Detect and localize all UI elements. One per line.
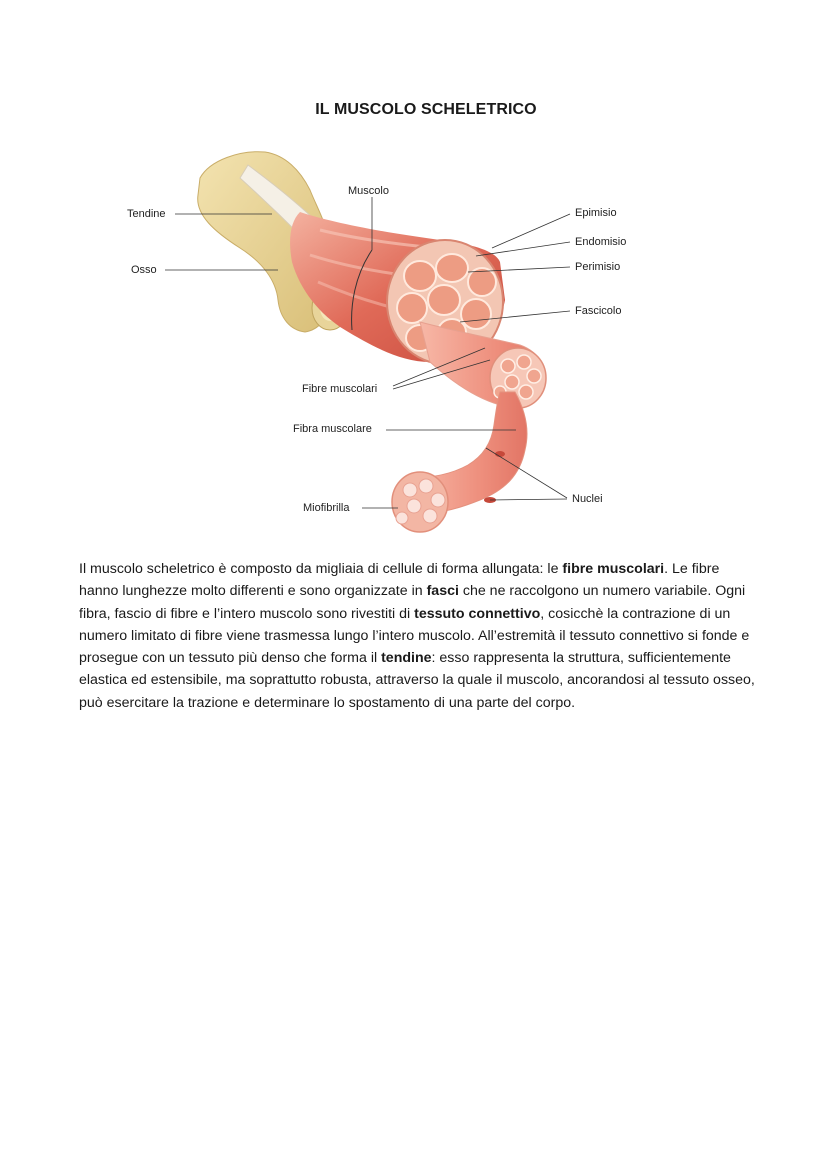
leader-lines [165, 197, 571, 509]
label-endomisio: Endomisio [575, 236, 627, 248]
body-paragraph: Il muscolo scheletrico è composto da mig… [79, 558, 759, 714]
bold-term-fibre-muscolari: fibre muscolari [562, 561, 665, 577]
label-epimisio: Epimisio [575, 207, 617, 219]
bold-term-fasci: fasci [426, 583, 459, 600]
muscle-fibre-shape [391, 391, 528, 533]
paragraph-text: che ne raccolgono un numero variabile. O… [79, 583, 746, 622]
muscle-diagram: Muscolo Tendine Osso Epimisio Endomisio … [0, 0, 828, 560]
label-fascicolo: Fascicolo [575, 305, 622, 317]
label-muscolo: Muscolo [348, 185, 389, 197]
label-osso: Osso [131, 264, 157, 276]
paragraph-text: Il muscolo scheletrico è composto da mig… [79, 561, 563, 577]
label-tendine: Tendine [127, 208, 166, 220]
page-title: IL MUSCOLO SCHELETRICO [315, 101, 537, 118]
label-perimisio: Perimisio [575, 261, 621, 273]
label-fibre-muscolari: Fibre muscolari [302, 383, 378, 395]
label-miofibrilla: Miofibrilla [303, 502, 350, 514]
paragraph-text: : esso rappresenta la struttura, suffici… [79, 650, 755, 711]
label-nuclei: Nuclei [572, 493, 603, 505]
muscle-illustration [165, 151, 571, 533]
bold-term-tessuto-connettivo: tessuto connettivo [414, 605, 541, 622]
paragraph-text: . Le fibre hanno lunghezze molto differe… [79, 561, 720, 600]
bold-term-tendine: tendine [381, 650, 432, 667]
label-fibra-muscolare: Fibra muscolare [293, 423, 372, 435]
paragraph-text: , cosicchè la contrazione di un numero l… [79, 605, 750, 667]
